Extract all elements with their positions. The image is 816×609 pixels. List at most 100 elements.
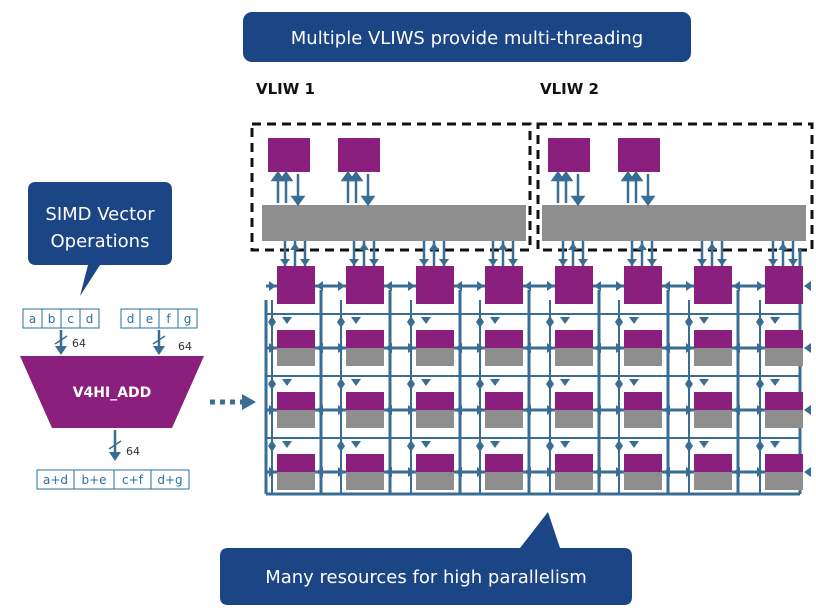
arrowhead — [717, 259, 727, 266]
arrowhead — [524, 467, 531, 477]
vliw-1-register-b — [338, 138, 380, 172]
register-file — [765, 472, 803, 490]
arrowhead — [560, 379, 570, 386]
processing-element — [277, 266, 315, 304]
arrowhead — [282, 317, 292, 324]
register-file — [485, 410, 523, 428]
output-cell: c+f — [122, 473, 144, 487]
output-arrow — [108, 430, 122, 461]
arrowhead — [269, 343, 276, 353]
interconnect-wires — [264, 241, 802, 496]
arrowhead — [269, 405, 276, 415]
arrowhead — [629, 379, 639, 386]
bottom-banner-text: Many resources for high parallelism — [265, 567, 587, 588]
input-b-cell: g — [184, 312, 192, 326]
input-vector-b: d e f g — [120, 308, 198, 329]
arrowhead — [620, 170, 636, 182]
arrowhead — [421, 379, 431, 386]
arrowhead — [278, 170, 294, 182]
arrowhead — [498, 243, 508, 250]
bottom-callout: Many resources for high parallelism — [220, 512, 632, 605]
arrowhead — [733, 467, 740, 477]
connector-diamond — [685, 378, 693, 390]
arrowhead — [804, 343, 811, 353]
arrowhead — [663, 281, 670, 291]
output-vector: a+d b+e c+f d+g — [36, 469, 190, 490]
arrowhead — [316, 405, 323, 415]
arrowhead — [421, 441, 431, 448]
register-file — [694, 472, 732, 490]
arrowhead — [290, 243, 300, 250]
mapping-dotted-arrow — [210, 394, 256, 410]
processing-array — [277, 266, 803, 490]
arrowhead — [360, 195, 376, 207]
processing-element — [485, 266, 523, 304]
arrowhead — [558, 259, 568, 266]
connector-diamond — [337, 378, 345, 390]
arrowhead — [663, 343, 670, 353]
arrowhead — [663, 467, 670, 477]
vliw-2-register-a — [548, 138, 590, 172]
processing-element — [765, 392, 803, 410]
register-file — [624, 348, 662, 366]
arrowhead — [351, 379, 361, 386]
arrowhead — [640, 195, 656, 207]
arrowhead — [699, 317, 709, 324]
arrowhead — [280, 259, 290, 266]
arrowhead — [351, 441, 361, 448]
arrowhead — [570, 195, 586, 207]
processing-element — [765, 454, 803, 472]
register-file — [277, 410, 315, 428]
arrowhead — [616, 343, 623, 353]
arrowhead — [338, 467, 345, 477]
arrowhead — [629, 317, 639, 324]
processing-element — [416, 266, 454, 304]
arrowhead — [550, 170, 566, 182]
arrowhead — [686, 467, 693, 477]
arrowhead — [663, 405, 670, 415]
arrowhead — [804, 467, 811, 477]
arrowhead — [629, 441, 639, 448]
processing-element — [694, 454, 732, 472]
processing-element — [485, 454, 523, 472]
processing-element — [277, 454, 315, 472]
arrowhead — [804, 281, 811, 291]
vliw-1-label: VLIW 1 — [256, 80, 315, 98]
input-b-cell: d — [127, 312, 135, 326]
input-arrows — [54, 330, 166, 355]
arrowhead — [385, 467, 392, 477]
arrowhead — [686, 281, 693, 291]
arrowhead — [455, 343, 462, 353]
connector-diamond — [685, 316, 693, 328]
arrowhead — [316, 281, 323, 291]
arrowhead — [408, 343, 415, 353]
processing-element — [416, 330, 454, 348]
arrowhead — [686, 405, 693, 415]
arrowhead — [594, 281, 601, 291]
connector-diamond — [407, 316, 415, 328]
processing-element — [694, 266, 732, 304]
input-b-cell: f — [166, 312, 171, 326]
arrowhead — [778, 243, 788, 250]
arrowhead — [768, 259, 778, 266]
register-file — [485, 472, 523, 490]
arrowhead — [733, 281, 740, 291]
arrowhead — [628, 170, 644, 182]
arrowhead — [477, 343, 484, 353]
processing-element — [694, 392, 732, 410]
arrowhead — [338, 281, 345, 291]
arrowhead — [547, 405, 554, 415]
connector-diamond — [756, 378, 764, 390]
processing-element — [416, 454, 454, 472]
arrowhead — [270, 170, 286, 182]
processing-element — [346, 392, 384, 410]
connector-diamond — [546, 440, 554, 452]
arrowhead — [524, 405, 531, 415]
arrowhead — [477, 281, 484, 291]
output-cell: b+e — [81, 473, 106, 487]
top-banner-text: Multiple VLIWS provide multi-threading — [291, 28, 643, 49]
arrowhead — [757, 405, 764, 415]
processing-element — [555, 266, 593, 304]
register-file — [624, 410, 662, 428]
top-banner: Multiple VLIWS provide multi-threading — [243, 12, 691, 62]
